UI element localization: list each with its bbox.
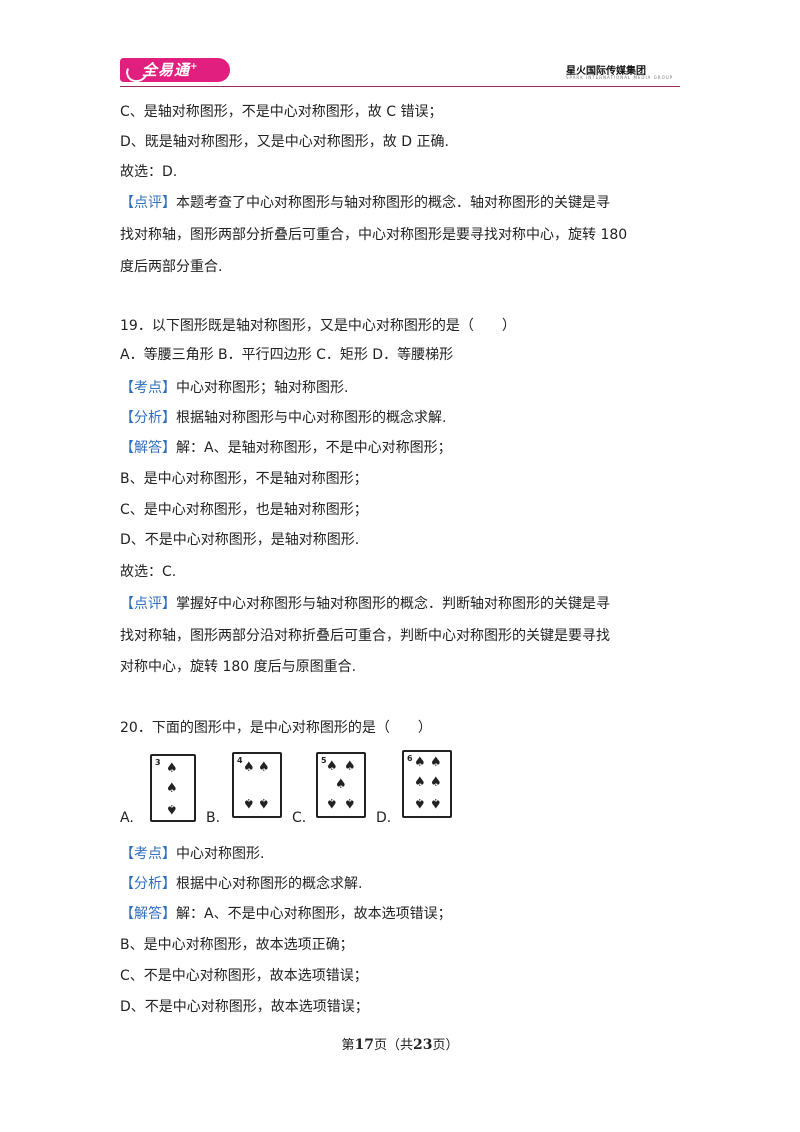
spade-icon: ♠ bbox=[243, 760, 255, 775]
publisher-subtitle: SPARK INTERNATIONAL MEDIA GROUP bbox=[566, 75, 674, 80]
text-line: D、既是轴对称图形，又是中心对称图形，故 D 正确. bbox=[120, 134, 449, 150]
spade-icon: ♠ bbox=[430, 775, 442, 790]
page-footer: 第17页（共23页） bbox=[341, 1037, 459, 1053]
card-rank: 6 bbox=[407, 754, 413, 763]
option-label-d: D. bbox=[376, 810, 392, 826]
section-tag: 【解答】 bbox=[120, 906, 176, 922]
card-rank: 3 bbox=[155, 758, 161, 767]
section-tag: 【分析】 bbox=[120, 876, 176, 892]
comment-line: 【点评】掌握好中心对称图形与轴对称图形的概念．判断轴对称图形的关键是寻 bbox=[120, 596, 610, 612]
card-rank: 5 bbox=[321, 756, 327, 765]
spade-icon: ♠ bbox=[326, 795, 338, 810]
text-line: B、是中心对称图形，故本选项正确； bbox=[120, 937, 354, 953]
fenxi-line: 【分析】根据中心对称图形的概念求解. bbox=[120, 876, 363, 892]
playing-card-a: 3 ♠ ♠ ♠ bbox=[150, 754, 196, 822]
brand-logo: 全易通+ bbox=[120, 58, 230, 86]
text-line: 度后两部分重合. bbox=[120, 259, 223, 275]
page-total: 23 bbox=[413, 1037, 433, 1053]
playing-card-d: 6 ♠ ♠ ♠ ♠ ♠ ♠ bbox=[402, 750, 452, 818]
comment-line: 【点评】本题考查了中心对称图形与轴对称图形的概念．轴对称图形的关键是寻 bbox=[120, 195, 610, 211]
question-19-title: 19．以下图形既是轴对称图形，又是中心对称图形的是（ ） bbox=[120, 318, 516, 334]
question-20-title: 20．下面的图形中，是中心对称图形的是（ ） bbox=[120, 720, 432, 736]
spade-icon: ♠ bbox=[344, 759, 356, 774]
text-line: 找对称轴，图形两部分折叠后可重合，中心对称图形是要寻找对称中心，旋转 180 bbox=[120, 227, 628, 243]
spade-icon: ♠ bbox=[326, 759, 338, 774]
page-number: 17 bbox=[354, 1037, 374, 1053]
option-label-b: B. bbox=[206, 810, 221, 826]
spade-icon: ♠ bbox=[258, 795, 270, 810]
spade-icon: ♠ bbox=[258, 760, 270, 775]
section-tag: 【点评】 bbox=[120, 596, 176, 612]
section-tag: 【解答】 bbox=[120, 440, 176, 456]
text-line: C、是轴对称图形，不是中心对称图形，故 C 错误； bbox=[120, 104, 443, 120]
text-line: C、不是中心对称图形，故本选项错误； bbox=[120, 968, 368, 984]
text-line: D、不是中心对称图形，是轴对称图形. bbox=[120, 532, 360, 548]
spade-icon: ♠ bbox=[344, 795, 356, 810]
spade-icon: ♠ bbox=[414, 795, 426, 810]
jieda-line: 【解答】解：A、不是中心对称图形，故本选项错误； bbox=[120, 906, 452, 922]
kaodian-line: 【考点】中心对称图形；轴对称图形. bbox=[120, 380, 349, 396]
spade-icon: ♠ bbox=[243, 795, 255, 810]
section-tag: 【分析】 bbox=[120, 410, 176, 426]
playing-card-b: 4 ♠ ♠ ♠ ♠ bbox=[232, 752, 282, 818]
text-line: 故选：D. bbox=[120, 164, 178, 180]
section-tag: 【考点】 bbox=[120, 846, 176, 862]
fenxi-line: 【分析】根据轴对称图形与中心对称图形的概念求解. bbox=[120, 410, 447, 426]
text-line: 对称中心，旋转 180 度后与原图重合. bbox=[120, 659, 357, 675]
text-line: D、不是中心对称图形，故本选项错误； bbox=[120, 999, 369, 1015]
page-header: 全易通+ 星火国际传媒集团 SPARK INTERNATIONAL MEDIA … bbox=[0, 0, 800, 100]
card-rank: 4 bbox=[237, 756, 243, 765]
spade-icon: ♠ bbox=[414, 775, 426, 790]
logo-text: 全易通+ bbox=[142, 61, 199, 79]
spade-icon: ♠ bbox=[166, 781, 178, 796]
section-tag: 【考点】 bbox=[120, 380, 176, 396]
publisher-name: 星火国际传媒集团 bbox=[566, 66, 646, 77]
spade-icon: ♠ bbox=[414, 755, 426, 770]
spade-icon: ♠ bbox=[430, 795, 442, 810]
section-tag: 【点评】 bbox=[120, 195, 176, 211]
spade-icon: ♠ bbox=[166, 801, 178, 816]
playing-card-c: 5 ♠ ♠ ♠ ♠ ♠ bbox=[316, 752, 366, 818]
jieda-line: 【解答】解：A、是轴对称图形，不是中心对称图形； bbox=[120, 440, 452, 456]
text-line: 故选：C. bbox=[120, 564, 177, 580]
option-label-c: C. bbox=[292, 810, 307, 826]
kaodian-line: 【考点】中心对称图形. bbox=[120, 846, 265, 862]
text-line: 找对称轴，图形两部分沿对称折叠后可重合，判断中心对称图形的关键是要寻找 bbox=[120, 628, 610, 644]
question-19-options: A．等腰三角形 B．平行四边形 C．矩形 D．等腰梯形 bbox=[120, 347, 454, 363]
header-divider bbox=[120, 86, 680, 87]
spade-icon: ♠ bbox=[430, 755, 442, 770]
option-label-a: A. bbox=[120, 810, 134, 826]
spade-icon: ♠ bbox=[335, 777, 347, 792]
text-line: B、是中心对称图形，不是轴对称图形； bbox=[120, 471, 368, 487]
spade-icon: ♠ bbox=[166, 761, 178, 776]
card-options: A. 3 ♠ ♠ ♠ B. 4 ♠ ♠ ♠ ♠ C. 5 ♠ ♠ ♠ ♠ ♠ D… bbox=[120, 750, 520, 830]
text-line: C、是中心对称图形，也是轴对称图形； bbox=[120, 502, 368, 518]
